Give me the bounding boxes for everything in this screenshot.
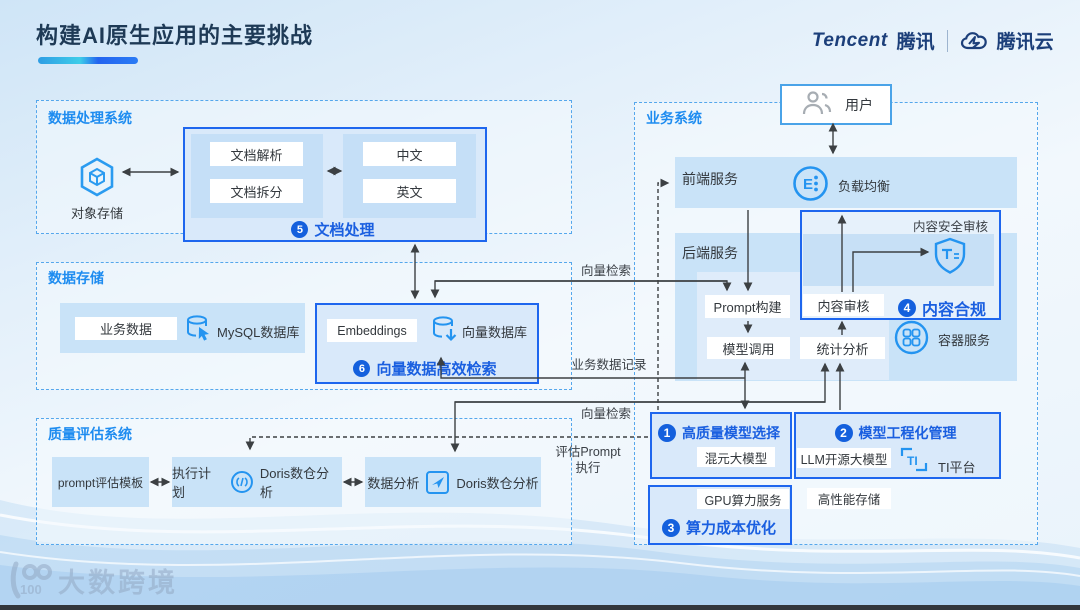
edge-label-eval-prompt-2: 执行 [575, 461, 601, 475]
panel-data-processing-title: 数据处理系统 [48, 110, 132, 126]
load-balancer-icon: E [793, 166, 828, 201]
panel-quality-title: 质量评估系统 [48, 426, 132, 442]
badge-1: 1 [658, 424, 676, 442]
container-service-label: 容器服务 [938, 333, 991, 348]
model-selection-label-row: 1 高质量模型选择 [650, 423, 788, 443]
hp-storage-box: 高性能存储 [807, 488, 891, 509]
panel-data-storage-title: 数据存储 [48, 270, 104, 286]
mysql-label: MySQL数据库 [217, 325, 300, 340]
english-box: 英文 [363, 179, 456, 203]
brand-logos: Tencent 腾讯 腾讯云 [812, 27, 1054, 54]
embeddings-box: Embeddings [327, 319, 417, 342]
hunyuan-box: 混元大模型 [697, 447, 775, 467]
badge-5: 5 [291, 221, 309, 238]
vector-retrieval-label: 向量数据高效检索 [376, 361, 497, 378]
badge-2: 2 [834, 424, 853, 442]
edge-label-eval-prompt-1: 评估Prompt [555, 445, 621, 459]
load-balancer-label: 负载均衡 [838, 179, 891, 194]
frontend-label: 前端服务 [682, 171, 738, 187]
doc-split-box: 文档拆分 [210, 179, 303, 203]
svg-text:TI: TI [907, 454, 918, 468]
user-box [780, 84, 892, 125]
badge-6: 6 [353, 360, 371, 377]
vector-db-icon [433, 316, 457, 342]
compute-cost-label-row: 3 算力成本优化 [662, 517, 776, 538]
content-review-box: 内容审核 [803, 294, 884, 316]
doc-processing-label-row: 5 文档处理 [183, 219, 483, 240]
model-selection-label: 高质量模型选择 [682, 425, 780, 441]
chinese-box: 中文 [363, 142, 456, 166]
bottom-bar [0, 605, 1080, 610]
exec-plan-label: 执行计划 [172, 466, 212, 500]
vector-retrieval-label-row: 6 向量数据高效检索 [315, 358, 535, 379]
business-data-box: 业务数据 [75, 317, 177, 340]
edge-label-vector-search-top: 向量检索 [580, 264, 631, 278]
cloud-icon [960, 31, 987, 49]
compliance-label-row: 4 内容合规 [898, 296, 986, 320]
model-engineering-label-row: 2 模型工程化管理 [794, 423, 997, 443]
doris-label-2: Doris数仓分析 [456, 475, 539, 491]
model-call-box: 模型调用 [707, 337, 790, 359]
title-underline [38, 57, 138, 64]
model-engineering-label: 模型工程化管理 [858, 425, 957, 441]
data-analysis-box: 数据分析 Doris数仓分析 [365, 457, 541, 507]
watermark-logo-icon: 100 [10, 561, 52, 599]
prompt-build-box: Prompt构建 [705, 295, 790, 318]
mysql-icon [187, 315, 209, 341]
doris-code-icon [230, 471, 253, 493]
prompt-template-box: prompt评估模板 [52, 457, 149, 507]
compute-cost-label: 算力成本优化 [686, 520, 777, 537]
tencent-logo-cn: 腾讯 [896, 32, 935, 53]
gpu-box: GPU算力服务 [697, 489, 789, 509]
panel-business-title: 业务系统 [646, 110, 702, 126]
exec-plan-box: 执行计划 Doris数仓分析 [172, 457, 342, 507]
watermark-text: 大数跨境 [58, 567, 178, 598]
svg-text:E: E [803, 176, 813, 193]
compliance-label: 内容合规 [922, 302, 987, 319]
edge-label-vector-search-bottom: 向量检索 [580, 407, 631, 421]
tencent-cloud-text: 腾讯云 [996, 32, 1054, 53]
data-analysis-label: 数据分析 [367, 475, 420, 491]
user-label: 用户 [845, 97, 873, 113]
users-icon [802, 91, 832, 115]
container-service-icon [894, 320, 929, 355]
tencent-logo-text: Tencent [812, 29, 888, 51]
vector-db-label: 向量数据库 [462, 325, 528, 340]
logo-divider [946, 29, 948, 52]
ti-platform-label: TI平台 [938, 460, 976, 475]
badge-4: 4 [898, 299, 916, 317]
doris-label-1: Doris数仓分析 [259, 466, 330, 500]
edge-label-business-record: 业务数据记录 [571, 358, 647, 372]
object-storage-icon [80, 157, 114, 197]
content-safety-label: 内容安全审核 [912, 220, 988, 234]
backend-label: 后端服务 [682, 245, 738, 261]
content-safety-shield-icon [934, 237, 966, 274]
stats-box: 统计分析 [800, 337, 885, 359]
doris-send-icon [426, 470, 450, 494]
watermark: 100 大数跨境 [6, 558, 178, 602]
doc-parse-box: 文档解析 [210, 142, 303, 166]
llm-open-source-box: LLM开源大模型 [797, 448, 891, 468]
object-storage-label: 对象存储 [70, 206, 123, 221]
doc-processing-label: 文档处理 [314, 222, 375, 239]
badge-3: 3 [662, 518, 680, 537]
svg-text:100: 100 [20, 582, 42, 597]
frontend-band [675, 157, 1017, 208]
page-title: 构建AI原生应用的主要挑战 [36, 23, 314, 48]
ti-platform-icon: TI [900, 447, 928, 472]
